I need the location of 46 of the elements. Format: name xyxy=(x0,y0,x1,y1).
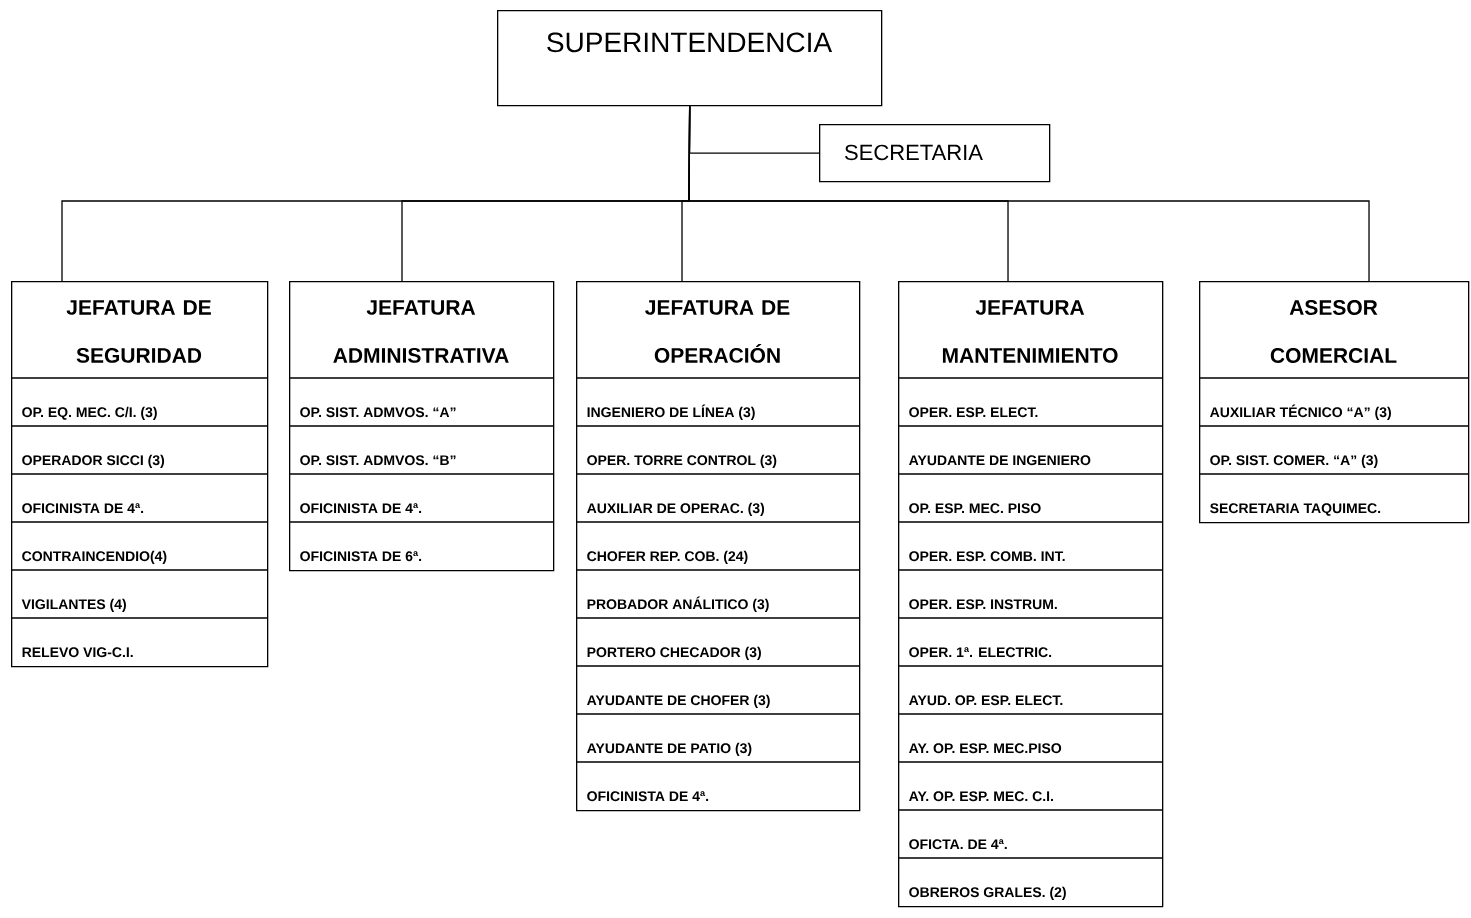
position-title: INGENIERO DE LÍNEA (3) xyxy=(587,404,755,420)
position-title: AYUDANTE DE CHOFER (3) xyxy=(587,694,770,708)
department-table xyxy=(575,281,861,812)
position-title: OP. SIST. ADMVOS. “A” xyxy=(300,407,456,418)
position-title: OBREROS GRALES. (2) xyxy=(909,886,1066,900)
position-title: OFICINISTA DE 4ª. xyxy=(587,791,709,802)
connector-line xyxy=(688,105,1370,282)
position-title: OPER. ESP. ELECT. xyxy=(909,407,1038,418)
department-table xyxy=(10,281,269,668)
position-title: OFICTA. DE 4ª. xyxy=(909,839,1007,850)
position-title: AUXILIAR TÉCNICO “A” (3) xyxy=(1210,404,1391,420)
position-title: OP. ESP. MEC. PISO xyxy=(909,503,1041,514)
position-title: OP. SIST. ADMVOS. “B” xyxy=(300,455,456,466)
position-box: SECRETARIA xyxy=(819,124,1051,183)
department-heading: JEFATURA ADMINISTRATIVA xyxy=(333,300,509,363)
position-title: OFICINISTA DE 4ª. xyxy=(22,503,144,514)
position-title: OPER. ESP. INSTRUM. xyxy=(909,599,1057,610)
title-box: SUPERINTENDENCIA xyxy=(497,10,883,107)
position-title: AYUDANTE DE INGENIERO xyxy=(909,455,1091,466)
position-title: OP. SIST. COMER. “A” (3) xyxy=(1210,454,1378,468)
position-title: PROBADOR ANÁLITICO (3) xyxy=(587,596,769,612)
position-title: CHOFER REP. COB. (24) xyxy=(587,550,748,564)
position-title: OPERADOR SICCI (3) xyxy=(22,454,165,468)
department-heading: JEFATURA DE SEGURIDAD xyxy=(66,300,211,363)
department-table xyxy=(288,281,555,572)
position-title: OFICINISTA DE 4ª. xyxy=(300,503,422,514)
position-title: OPER. TORRE CONTROL (3) xyxy=(587,454,777,468)
position-title: OP. EQ. MEC. C/I. (3) xyxy=(22,406,157,420)
position-title: AYUDANTE DE PATIO (3) xyxy=(587,742,752,756)
position-title: AY. OP. ESP. MEC. C.I. xyxy=(909,791,1053,802)
position-title: AY. OP. ESP. MEC.PISO xyxy=(909,743,1062,754)
position-title: RELEVO VIG-C.I. xyxy=(22,647,133,658)
position-title: OFICINISTA DE 6ª. xyxy=(300,551,422,562)
position-title: VIGILANTES (4) xyxy=(21,598,126,612)
department-table xyxy=(1198,281,1470,524)
department-table xyxy=(897,281,1164,908)
position-title: OPER. ESP. COMB. INT. xyxy=(909,551,1065,562)
position-title: CONTRAINCENDIO(4) xyxy=(22,550,167,564)
position-title: AYUD. OP. ESP. ELECT. xyxy=(909,695,1063,706)
department-heading: ASESOR COMERCIAL xyxy=(1270,300,1397,363)
position-title: SECRETARIA TAQUIMEC. xyxy=(1210,503,1381,516)
department-heading: JEFATURA MANTENIMIENTO xyxy=(942,300,1118,363)
department-heading: JEFATURA DE OPERACIÓN xyxy=(645,300,790,363)
position-title: OPER. 1ª. ELECTRIC. xyxy=(909,647,1052,658)
position-title: AUXILIAR DE OPERAC. (3) xyxy=(587,502,765,516)
position-title: PORTERO CHECADOR (3) xyxy=(587,646,761,660)
